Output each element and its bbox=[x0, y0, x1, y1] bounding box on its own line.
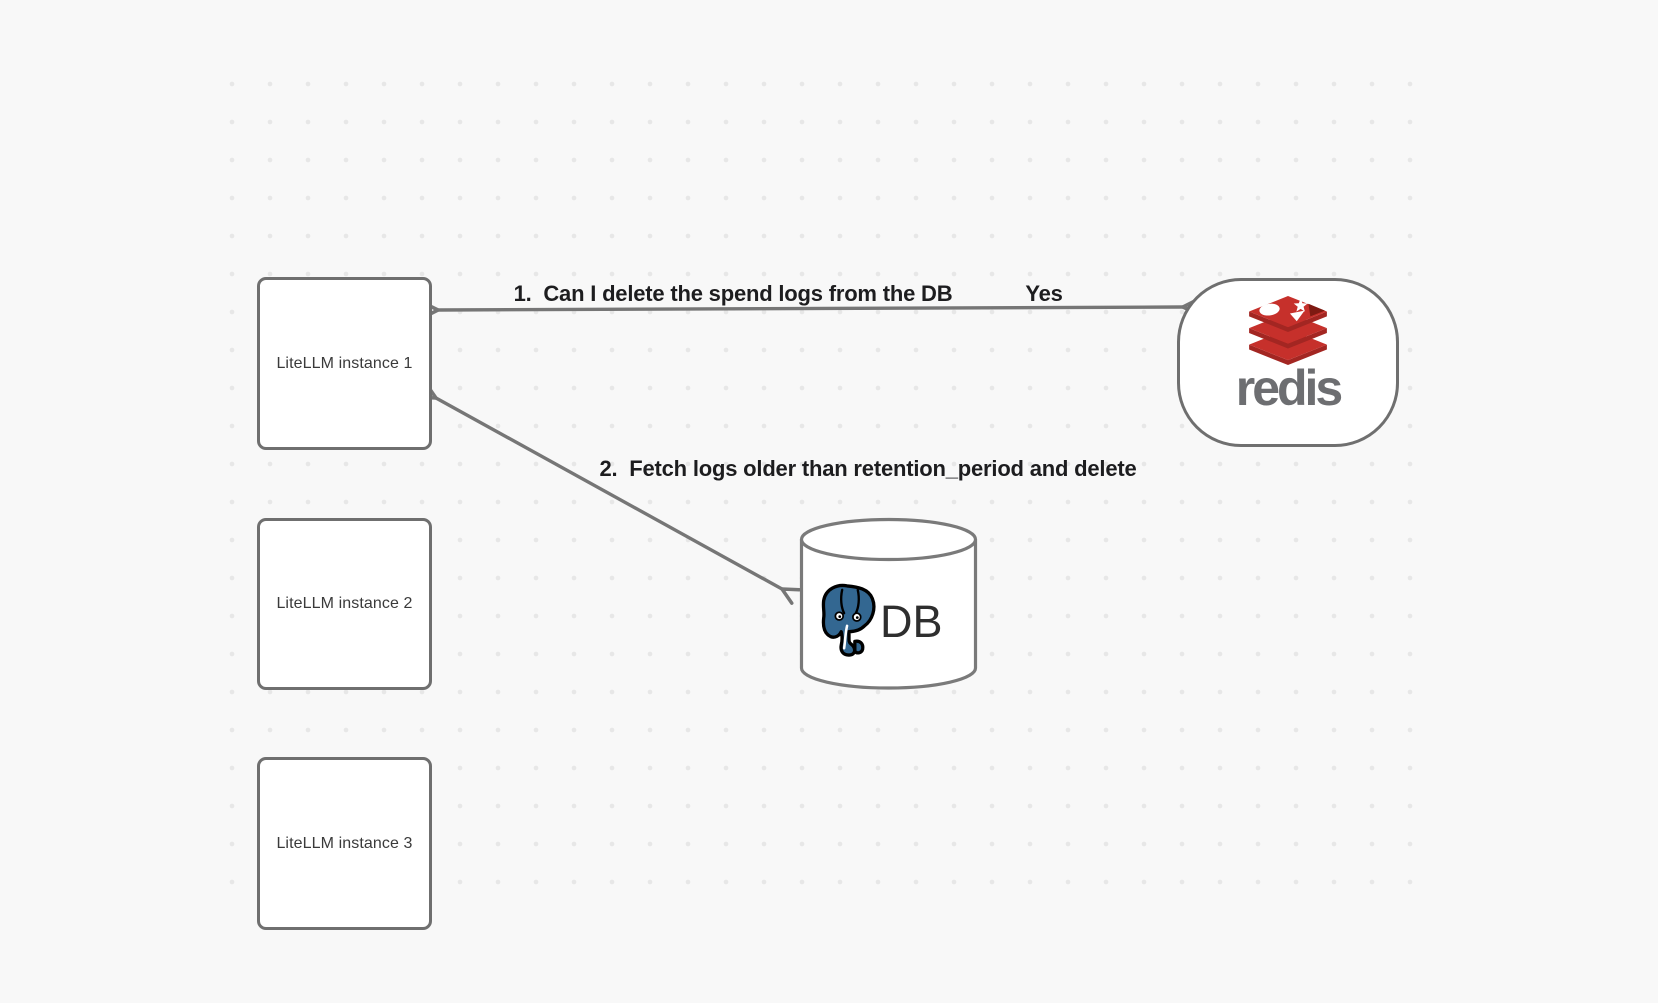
edge-2-arrow bbox=[417, 382, 801, 605]
redis-wordmark: redis bbox=[1235, 360, 1344, 416]
node-litellm-instance-3: LiteLLM instance 3 bbox=[257, 757, 432, 930]
edge-2-label: 2. Fetch logs older than retention_perio… bbox=[599, 456, 1137, 481]
node-label: LiteLLM instance 2 bbox=[276, 595, 413, 612]
node-label: LiteLLM instance 3 bbox=[276, 834, 413, 852]
database-label: DB bbox=[880, 596, 943, 647]
node-redis: redis bbox=[1177, 278, 1399, 447]
node-label: LiteLLM instance 1 bbox=[276, 354, 413, 372]
edge-1-answer-label: Yes bbox=[1025, 281, 1063, 306]
node-litellm-instance-1: LiteLLM instance 1 bbox=[257, 277, 432, 450]
node-litellm-instance-2: LiteLLM instance 2 bbox=[257, 518, 432, 690]
edge-1-arrow bbox=[420, 297, 1201, 320]
redis-stack-icon bbox=[1249, 296, 1327, 366]
edge-1-question-label: 1. Can I delete the spend logs from the … bbox=[513, 281, 953, 306]
postgresql-elephant-icon bbox=[821, 583, 876, 657]
